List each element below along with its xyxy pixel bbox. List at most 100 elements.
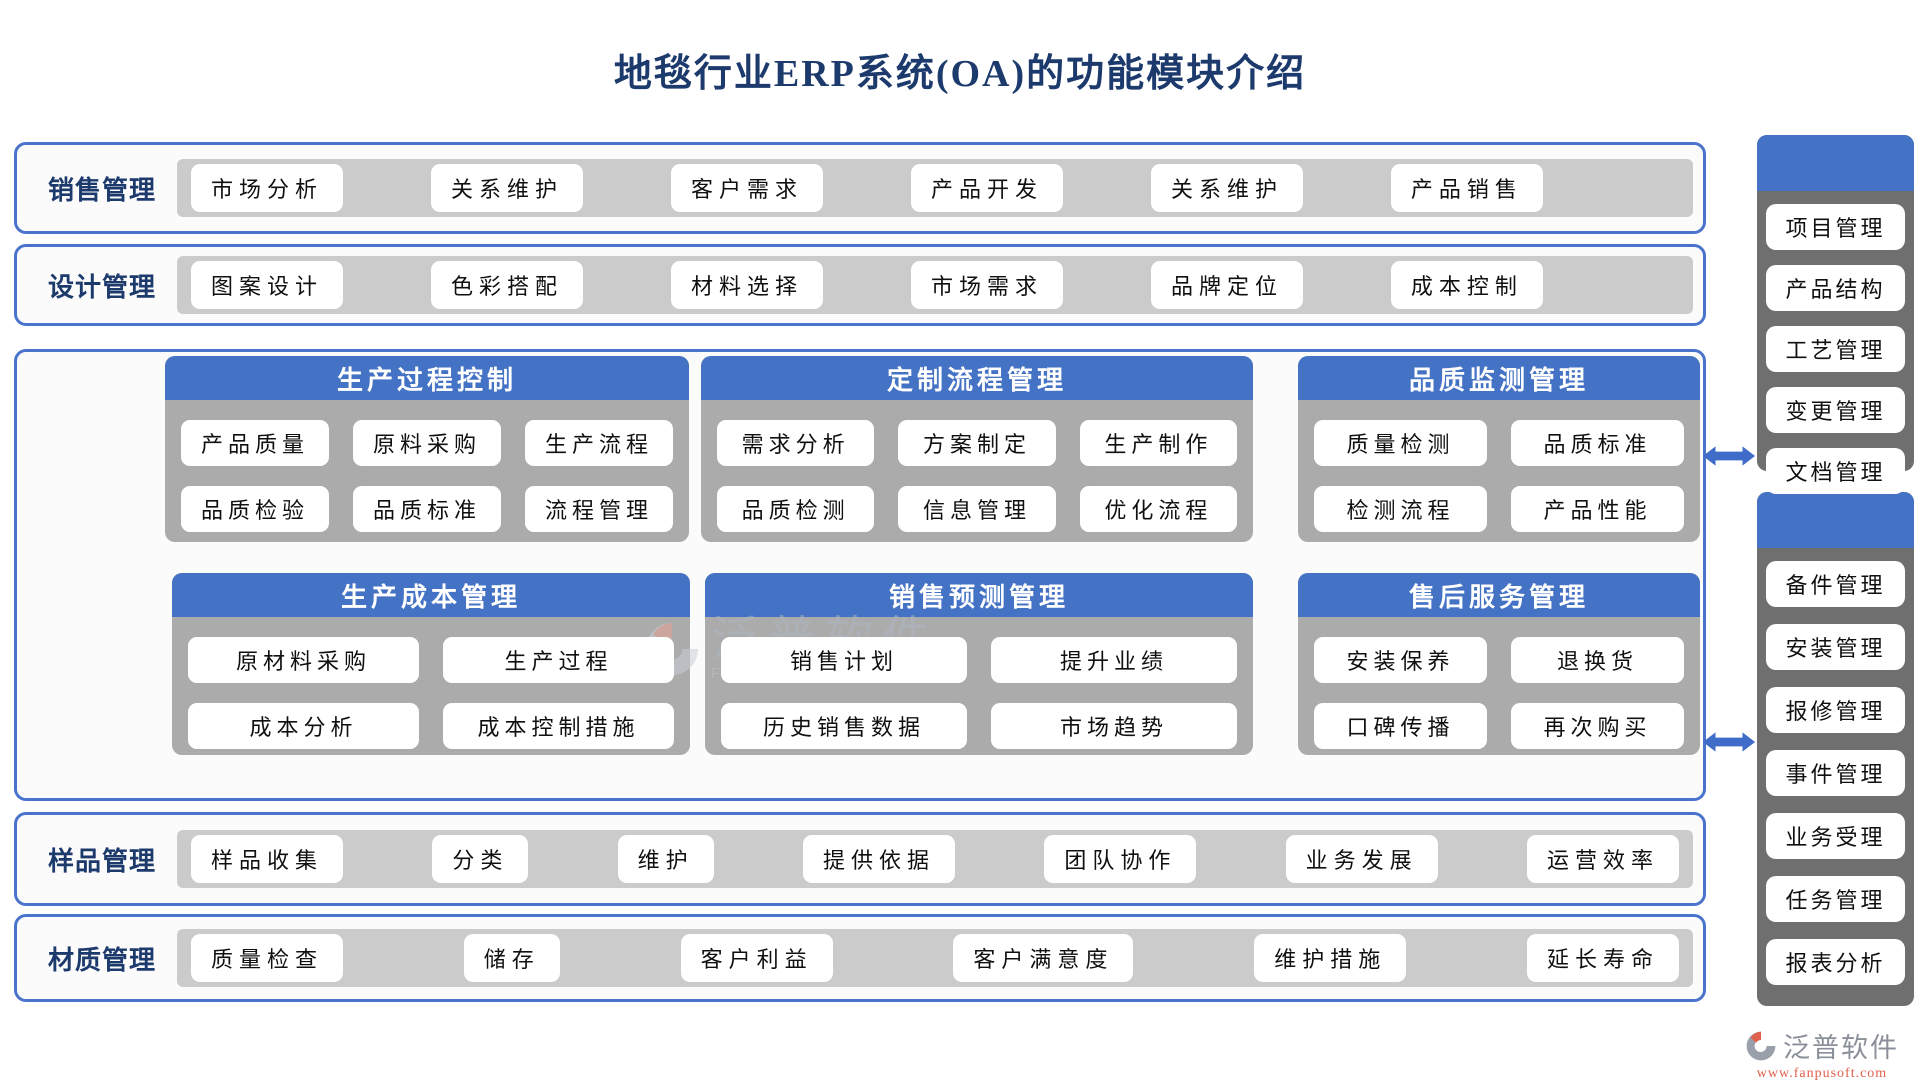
- module-button[interactable]: 历史销售数据: [721, 703, 967, 749]
- module-button[interactable]: 原材料采购: [188, 637, 419, 683]
- section-material-management: 材质管理 质量检查 储存 客户利益 客户满意度 维护措施 延长寿命: [14, 914, 1706, 1002]
- module-button[interactable]: 品质标准: [1511, 420, 1684, 466]
- button-bar-sales: 市场分析 关系维护 客户需求 产品开发 关系维护 产品销售: [177, 159, 1693, 217]
- panel-custom-process-management: 定制流程管理 需求分析方案制定生产制作品质检测信息管理优化流程: [701, 356, 1253, 542]
- section-label-design: 设计管理: [47, 272, 156, 302]
- button-bar-sample: 样品收集 分类 维护 提供依据 团队协作 业务发展 运营效率: [177, 830, 1693, 888]
- module-button[interactable]: 关系维护: [430, 164, 583, 212]
- module-button[interactable]: 销售计划: [721, 637, 967, 683]
- module-button[interactable]: 事件管理: [1766, 750, 1905, 796]
- module-button[interactable]: 材料选择: [670, 261, 823, 309]
- sidebar-buttons-bottom: 备件管理安装管理报修管理事件管理业务受理任务管理报表分析: [1757, 548, 1914, 997]
- module-button[interactable]: 客户需求: [670, 164, 823, 212]
- module-button[interactable]: 流程管理: [525, 486, 673, 532]
- module-button[interactable]: 方案制定: [898, 420, 1056, 466]
- section-label-sales: 销售管理: [47, 175, 156, 205]
- module-button[interactable]: 报表分析: [1766, 939, 1905, 985]
- module-button[interactable]: 成本控制: [1390, 261, 1543, 309]
- module-button[interactable]: 延长寿命: [1526, 934, 1679, 982]
- module-button[interactable]: 储存: [463, 934, 560, 982]
- module-button[interactable]: 优化流程: [1079, 486, 1237, 532]
- module-button[interactable]: 客户满意度: [953, 934, 1134, 982]
- module-button[interactable]: 品质检测: [717, 486, 875, 532]
- module-button[interactable]: 成本控制措施: [443, 703, 674, 749]
- module-button[interactable]: 生产制作: [1079, 420, 1237, 466]
- module-button[interactable]: 产品销售: [1390, 164, 1543, 212]
- module-button[interactable]: 客户利益: [680, 934, 833, 982]
- module-button[interactable]: 再次购买: [1511, 703, 1684, 749]
- page-title: 地毯行业ERP系统(OA)的功能模块介绍: [613, 53, 1307, 95]
- fanpu-logo-icon: [1746, 1031, 1776, 1060]
- module-button[interactable]: 原料采购: [353, 420, 501, 466]
- module-button[interactable]: 提供依据: [802, 835, 955, 883]
- module-button[interactable]: 产品结构: [1766, 265, 1905, 311]
- module-button[interactable]: 任务管理: [1766, 876, 1905, 922]
- double-arrow-icon: [1702, 732, 1756, 752]
- panel-title: 销售预测管理: [705, 573, 1253, 617]
- module-button[interactable]: 维护措施: [1254, 934, 1407, 982]
- sidebar-panel-header: [1757, 492, 1914, 548]
- module-button[interactable]: 市场趋势: [991, 703, 1237, 749]
- module-button[interactable]: 质量检测: [1314, 420, 1487, 466]
- module-button[interactable]: 产品性能: [1511, 486, 1684, 532]
- panel-title: 生产成本管理: [172, 573, 690, 617]
- module-button[interactable]: 团队协作: [1044, 835, 1197, 883]
- module-button[interactable]: 产品开发: [910, 164, 1063, 212]
- module-button[interactable]: 图案设计: [191, 261, 344, 309]
- section-label-material: 材质管理: [47, 945, 156, 975]
- module-button[interactable]: 检测流程: [1314, 486, 1487, 532]
- module-button[interactable]: 变更管理: [1766, 387, 1905, 433]
- sidebar-buttons-top: 项目管理产品结构工艺管理变更管理文档管理: [1757, 191, 1914, 506]
- panel-title: 定制流程管理: [701, 356, 1253, 400]
- module-button[interactable]: 文档管理: [1766, 448, 1905, 494]
- module-button[interactable]: 报修管理: [1766, 687, 1905, 733]
- module-button[interactable]: 需求分析: [717, 420, 875, 466]
- panel-production-process-control: 生产过程控制 产品质量原料采购生产流程品质检验品质标准流程管理: [165, 356, 689, 542]
- module-button[interactable]: 信息管理: [898, 486, 1056, 532]
- module-button[interactable]: 提升业绩: [991, 637, 1237, 683]
- panel-production-cost-management: 生产成本管理 原材料采购生产过程成本分析成本控制措施: [172, 573, 690, 755]
- module-button[interactable]: 工艺管理: [1766, 326, 1905, 372]
- module-button[interactable]: 产品质量: [181, 420, 329, 466]
- module-button[interactable]: 生产流程: [525, 420, 673, 466]
- module-button[interactable]: 品牌定位: [1150, 261, 1303, 309]
- module-button[interactable]: 业务受理: [1766, 813, 1905, 859]
- module-button[interactable]: 备件管理: [1766, 561, 1905, 607]
- panel-buttons: 质量检测品质标准检测流程产品性能: [1298, 400, 1700, 532]
- module-button[interactable]: 关系维护: [1150, 164, 1303, 212]
- module-button[interactable]: 业务发展: [1285, 835, 1438, 883]
- sidebar-panel-bottom: 备件管理安装管理报修管理事件管理业务受理任务管理报表分析: [1757, 492, 1914, 1006]
- module-button[interactable]: 维护: [617, 835, 714, 883]
- module-button[interactable]: 成本分析: [188, 703, 419, 749]
- module-button[interactable]: 市场需求: [910, 261, 1063, 309]
- module-button[interactable]: 运营效率: [1526, 835, 1679, 883]
- section-design-management: 设计管理 图案设计 色彩搭配 材料选择 市场需求 品牌定位 成本控制: [14, 244, 1706, 326]
- panel-quality-monitoring-management: 品质监测管理 质量检测品质标准检测流程产品性能: [1298, 356, 1700, 542]
- module-button[interactable]: 市场分析: [191, 164, 344, 212]
- section-production: 生产过程控制 产品质量原料采购生产流程品质检验品质标准流程管理 定制流程管理 需…: [14, 349, 1706, 801]
- footer-brand-name: 泛普软件: [1783, 1033, 1899, 1063]
- module-button[interactable]: 色彩搭配: [430, 261, 583, 309]
- footer-brand-url: www.fanpusoft.com: [1756, 1066, 1888, 1080]
- module-button[interactable]: 品质检验: [181, 486, 329, 532]
- module-button[interactable]: 分类: [432, 835, 529, 883]
- module-button[interactable]: 安装保养: [1314, 637, 1487, 683]
- module-button[interactable]: 样品收集: [191, 835, 344, 883]
- button-bar-material: 质量检查 储存 客户利益 客户满意度 维护措施 延长寿命: [177, 929, 1693, 987]
- panel-buttons: 原材料采购生产过程成本分析成本控制措施: [172, 617, 690, 749]
- sidebar-panel-top: 项目管理产品结构工艺管理变更管理文档管理: [1757, 135, 1914, 494]
- panel-title: 生产过程控制: [165, 356, 689, 400]
- panel-buttons: 销售计划提升业绩历史销售数据市场趋势: [705, 617, 1253, 749]
- module-button[interactable]: 口碑传播: [1314, 703, 1487, 749]
- panel-buttons: 需求分析方案制定生产制作品质检测信息管理优化流程: [701, 400, 1253, 532]
- module-button[interactable]: 项目管理: [1766, 204, 1905, 250]
- module-button[interactable]: 退换货: [1511, 637, 1684, 683]
- module-button[interactable]: 生产过程: [443, 637, 674, 683]
- panel-buttons: 安装保养退换货口碑传播再次购买: [1298, 617, 1700, 749]
- module-button[interactable]: 质量检查: [191, 934, 344, 982]
- panel-after-sales-service-management: 售后服务管理 安装保养退换货口碑传播再次购买: [1298, 573, 1700, 755]
- module-button[interactable]: 品质标准: [353, 486, 501, 532]
- module-button[interactable]: 安装管理: [1766, 624, 1905, 670]
- footer-brand: 泛普软件 www.fanpusoft.com: [1745, 1026, 1899, 1080]
